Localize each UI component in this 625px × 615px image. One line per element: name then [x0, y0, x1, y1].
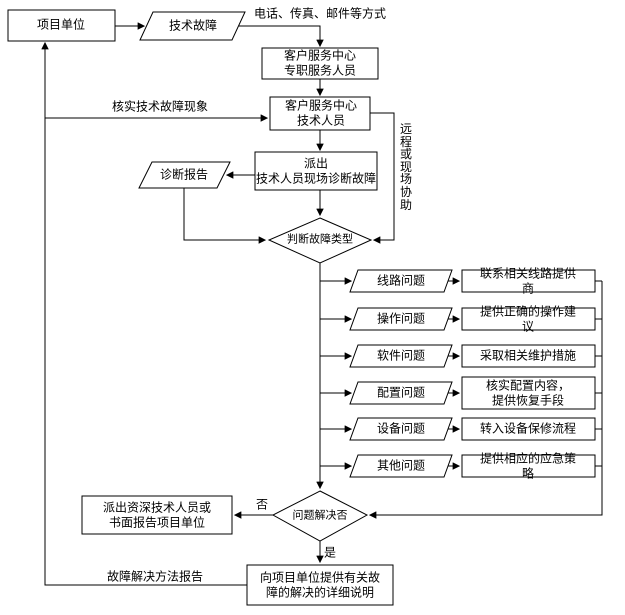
solution-box-0: [461, 269, 596, 293]
edge-report-to-decision: [183, 188, 267, 244]
tech-staff-box: [269, 96, 371, 131]
problem-label-1: 操作问题: [376, 311, 426, 326]
project-unit-label: 项目单位: [36, 17, 86, 32]
problem-label-0: 线路问题: [376, 273, 426, 288]
verify-fault-label: 核实技术故障现象: [111, 99, 209, 114]
solution-label-5: 提供相应的应急策略: [479, 451, 576, 480]
shape-group: [7, 9, 596, 606]
problem-shape-4: [349, 417, 453, 441]
edge-assist: [370, 112, 395, 244]
escalate-label: 派出资深技术人员或 书面报告项目单位: [102, 500, 212, 529]
problem-shape-5: [349, 454, 453, 478]
problem-shape-3: [349, 381, 453, 405]
problem-label-2: 软件问题: [376, 348, 426, 363]
tech-fault-shape: [139, 11, 246, 41]
solution-box-5: [461, 454, 596, 478]
edge-fault-to-service: [239, 25, 324, 48]
service-staff-box: [261, 47, 379, 80]
solution-label-2: 采取相关维护措施: [479, 348, 577, 363]
solution-label-1: 提供正确的操作建议: [479, 304, 576, 333]
diagnosis-report-shape: [138, 161, 231, 189]
no-label: 否: [255, 497, 269, 512]
solution-box-1: [461, 307, 596, 331]
problem-shape-2: [349, 344, 453, 368]
service-staff-label: 客户服务中心 专职服务人员: [283, 48, 357, 77]
solution-box-2: [461, 344, 596, 368]
solution-label-3: 核实配置内容， 提供恢复手段: [485, 378, 571, 407]
solution-box-3: [461, 376, 596, 410]
diagnosis-report-label: 诊断报告: [159, 167, 209, 182]
final-report-label: 向项目单位提供有关故 障的解决的详细说明: [259, 570, 381, 599]
dispatch-box: [254, 151, 378, 191]
problem-shape-1: [349, 307, 453, 331]
tech-staff-label: 客户服务中心 技术人员: [284, 98, 358, 127]
contact-methods-label: 电话、传真、邮件等方式: [253, 6, 387, 21]
edge-collector: [368, 281, 603, 519]
solution-label-0: 联系相关线路提供商: [479, 266, 576, 295]
dispatch-label: 派出 技术人员现场诊断故障: [255, 156, 377, 185]
assist-label: 远程或现场协助: [399, 121, 412, 212]
solution-box-4: [461, 417, 596, 441]
report-method-label: 故障解决方法报告: [106, 569, 204, 584]
problem-label-5: 其他问题: [376, 458, 426, 473]
escalate-box: [81, 495, 233, 535]
problem-shape-0: [349, 269, 453, 293]
decision-solved-diamond: [271, 490, 369, 542]
decision-type-diamond: [267, 217, 373, 264]
decision-type-label: 判断故障类型: [287, 233, 353, 246]
final-report-box: [246, 564, 394, 606]
edge-report-back: [41, 41, 247, 586]
project-unit-box: [7, 9, 116, 42]
edge-group: [41, 22, 603, 586]
yes-label: 是: [323, 545, 337, 560]
tech-fault-label: 技术故障: [168, 18, 218, 33]
solution-label-4: 转入设备保修流程: [479, 421, 577, 436]
problem-label-4: 设备问题: [376, 421, 426, 436]
problem-label-3: 配置问题: [376, 385, 426, 400]
decision-solved-label: 问题解决否: [292, 509, 348, 522]
